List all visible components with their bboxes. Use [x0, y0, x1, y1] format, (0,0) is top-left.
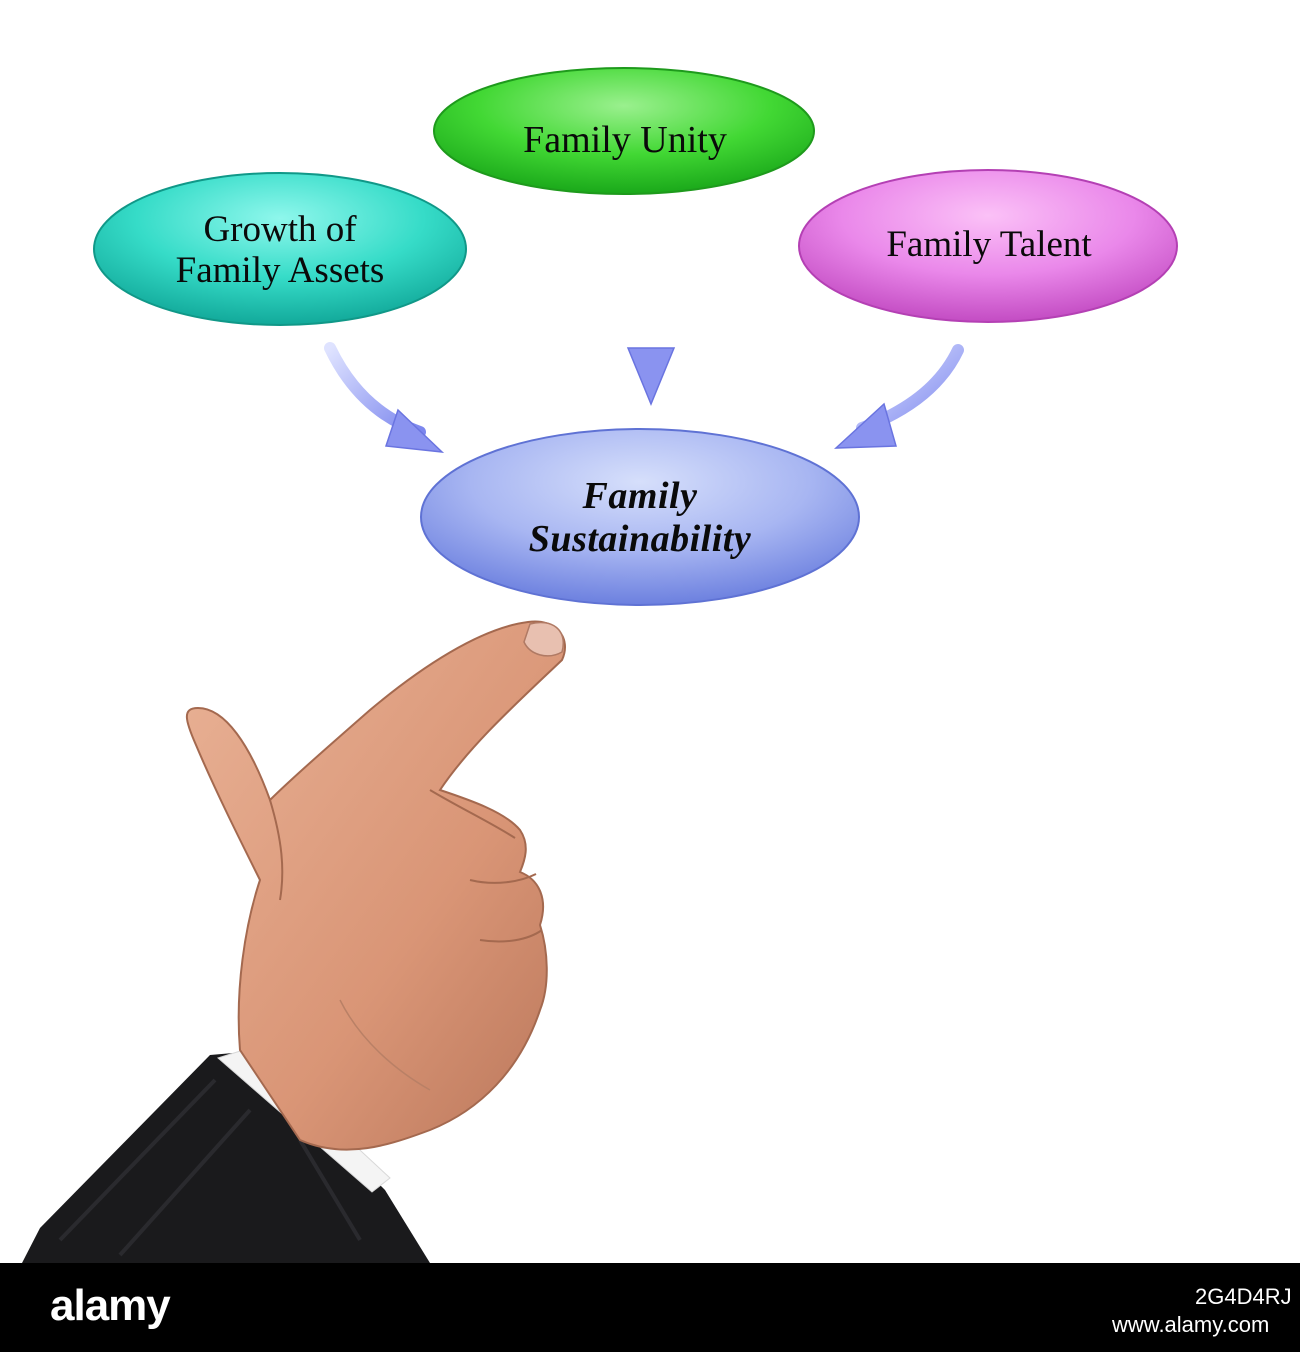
- arrow-talent-to-center: [833, 344, 964, 449]
- node-family-sustainability: [420, 428, 860, 606]
- site-url: www.alamy.com: [1112, 1312, 1270, 1337]
- pointing-hand-image: [22, 620, 566, 1263]
- node-growth-of-family-assets: [93, 172, 467, 326]
- node-label-family-sustainability: Family Sustainability: [528, 474, 752, 560]
- node-family-talent: [798, 169, 1178, 323]
- image-id: 2G4D4RJ: [1195, 1284, 1292, 1309]
- node-label-family-unity: Family Unity: [523, 118, 727, 161]
- arrow-unity-to-center: [626, 232, 676, 406]
- node-label-growth-of-family-assets: Growth of Family Assets: [175, 208, 385, 291]
- node-label-family-talent: Family Talent: [886, 224, 1092, 266]
- arrow-assets-to-center: [324, 342, 445, 453]
- watermark-footer: [0, 1263, 1300, 1352]
- brand-logo: alamy: [50, 1281, 171, 1330]
- node-family-unity: [433, 67, 815, 195]
